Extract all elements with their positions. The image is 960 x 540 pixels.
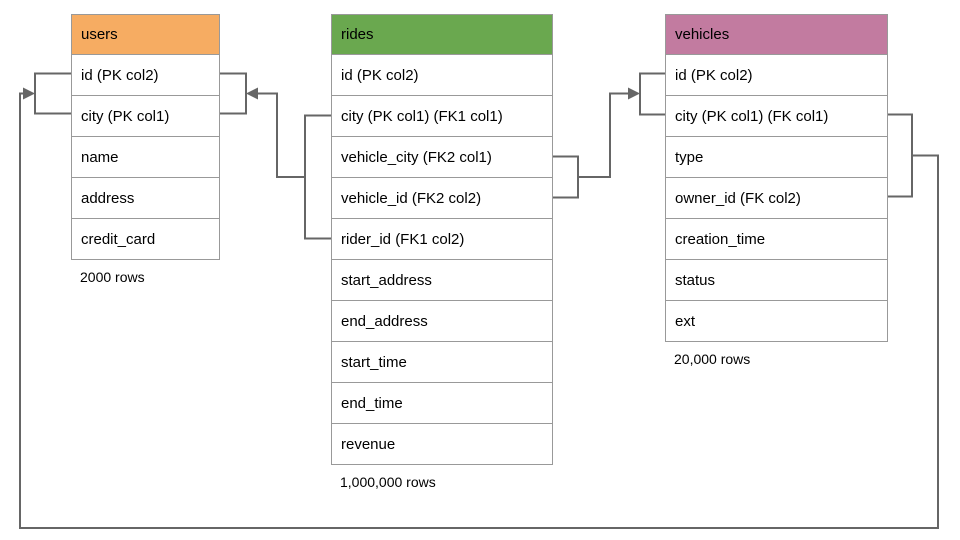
column-cell: credit_card bbox=[72, 218, 219, 259]
table-vehicles-rowcount: 20,000 rows bbox=[674, 351, 751, 367]
column-cell: vehicle_city (FK2 col1) bbox=[332, 136, 552, 177]
table-users-rowcount: 2000 rows bbox=[80, 269, 145, 285]
table-rides-header: rides bbox=[332, 15, 552, 54]
column-cell: id (PK col2) bbox=[332, 54, 552, 95]
column-cell: city (PK col1) (FK1 col1) bbox=[332, 95, 552, 136]
column-cell: creation_time bbox=[666, 218, 887, 259]
table-users-header: users bbox=[72, 15, 219, 54]
table-vehicles-columns: id (PK col2)city (PK col1) (FK col1)type… bbox=[666, 54, 887, 341]
column-cell: start_time bbox=[332, 341, 552, 382]
table-vehicles: vehicles id (PK col2)city (PK col1) (FK … bbox=[665, 14, 888, 367]
users-left-bracket bbox=[34, 72, 71, 115]
arrowhead-into-vehicles-left bbox=[628, 87, 640, 100]
column-cell: city (PK col1) (FK col1) bbox=[666, 95, 887, 136]
column-cell: type bbox=[666, 136, 887, 177]
column-cell: rider_id (FK1 col2) bbox=[332, 218, 552, 259]
column-cell: start_address bbox=[332, 259, 552, 300]
arrowhead-into-users-left bbox=[23, 87, 35, 100]
column-cell: address bbox=[72, 177, 219, 218]
users-right-bracket bbox=[220, 72, 247, 115]
vehicles-fk-bracket bbox=[888, 113, 913, 198]
column-cell: revenue bbox=[332, 423, 552, 464]
table-vehicles-box: vehicles id (PK col2)city (PK col1) (FK … bbox=[665, 14, 888, 342]
rides-fk2-stem bbox=[578, 92, 628, 178]
column-cell: owner_id (FK col2) bbox=[666, 177, 887, 218]
table-vehicles-header: vehicles bbox=[666, 15, 887, 54]
column-cell: name bbox=[72, 136, 219, 177]
table-rides-rowcount: 1,000,000 rows bbox=[340, 474, 436, 490]
column-cell: id (PK col2) bbox=[666, 54, 887, 95]
table-rides-columns: id (PK col2)city (PK col1) (FK1 col1)veh… bbox=[332, 54, 552, 464]
column-cell: ext bbox=[666, 300, 887, 341]
table-rides: rides id (PK col2)city (PK col1) (FK1 co… bbox=[331, 14, 553, 490]
column-cell: vehicle_id (FK2 col2) bbox=[332, 177, 552, 218]
rides-fk2-bracket bbox=[553, 155, 579, 199]
rides-fk1-bracket bbox=[304, 114, 331, 240]
column-cell: city (PK col1) bbox=[72, 95, 219, 136]
arrowhead-into-users-right bbox=[246, 87, 258, 100]
column-cell: id (PK col2) bbox=[72, 54, 219, 95]
rides-fk1-stem bbox=[248, 92, 305, 178]
column-cell: end_address bbox=[332, 300, 552, 341]
column-cell: end_time bbox=[332, 382, 552, 423]
table-rides-box: rides id (PK col2)city (PK col1) (FK1 co… bbox=[331, 14, 553, 465]
vehicles-left-bracket bbox=[639, 72, 665, 116]
column-cell: status bbox=[666, 259, 887, 300]
